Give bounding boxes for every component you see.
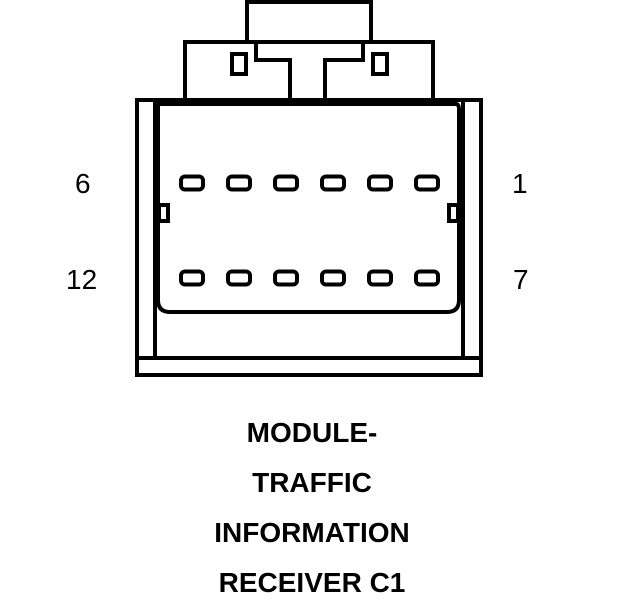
connector-caption: MODULE- TRAFFIC INFORMATION RECEIVER C1: [0, 408, 624, 608]
latch-right-tab: [371, 52, 389, 76]
pin-label-12: 12: [66, 264, 98, 295]
pin-socket-8: [367, 269, 393, 287]
pin-socket-5: [226, 174, 252, 192]
pin-socket-7: [414, 269, 440, 287]
caption-line-2: TRAFFIC: [252, 467, 372, 498]
pin-socket-10: [273, 269, 299, 287]
caption-line-1: MODULE-: [246, 417, 378, 448]
latch-left-tab: [230, 52, 248, 76]
pin-socket-4: [273, 174, 299, 192]
pin-socket-9: [320, 269, 346, 287]
pin-socket-6: [179, 174, 205, 192]
caption-line-4: RECEIVER C1: [218, 567, 406, 598]
key-right: [447, 203, 460, 223]
pin-label-7: 7: [513, 264, 529, 295]
pin-socket-12: [179, 269, 205, 287]
pin-socket-1: [414, 174, 440, 192]
pin-row-bottom: [179, 269, 440, 287]
latch-profile: [183, 40, 435, 106]
pin-socket-3: [320, 174, 346, 192]
pin-socket-11: [226, 269, 252, 287]
latch-top-block: [245, 0, 373, 42]
caption-line-3: INFORMATION: [214, 517, 410, 548]
key-left: [157, 203, 170, 223]
connector-housing: [135, 98, 483, 377]
pin-label-1: 1: [512, 168, 528, 199]
pin-socket-2: [367, 174, 393, 192]
pin-cavity: [156, 102, 461, 314]
connector-diagram: [135, 0, 483, 377]
pin-row-top: [179, 174, 440, 192]
pin-label-6: 6: [75, 168, 91, 199]
